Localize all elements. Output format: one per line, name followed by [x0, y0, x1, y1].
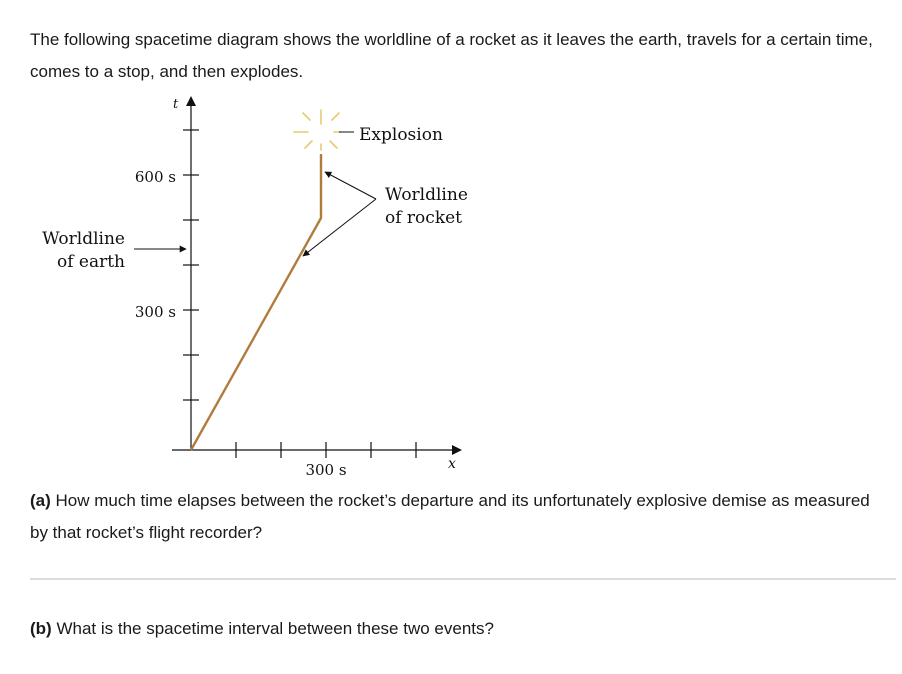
question-a: (a) How much time elapses between the ro… [30, 485, 880, 549]
x-axis-arrowhead [452, 445, 462, 455]
x-axis-ticks [235, 442, 417, 458]
rocket-worldline [189, 154, 323, 451]
t-axis-arrowhead [186, 96, 196, 106]
t-axis-ticks [183, 129, 199, 401]
rocket-label-pointer [302, 171, 377, 257]
question-a-label: (a) [30, 491, 51, 510]
question-b-label: (b) [30, 619, 52, 638]
rocket-label-line1: Worldline [385, 185, 468, 205]
question-b-text: What is the spacetime interval between t… [51, 619, 494, 638]
t-axis-label: t [173, 97, 179, 112]
explosion-label: Explosion [359, 125, 443, 145]
earth-label-line2: of earth [57, 252, 125, 272]
question-b: (b) What is the spacetime interval betwe… [30, 613, 880, 645]
rocket-label-line2: of rocket [385, 208, 462, 228]
x-tick-label-300: 300 s [305, 461, 346, 479]
explosion-icon [293, 109, 342, 151]
x-axis-label: x [448, 456, 456, 472]
intro-paragraph: The following spacetime diagram shows th… [30, 30, 873, 81]
tick-label-300: 300 s [135, 303, 176, 321]
question-a-text: How much time elapses between the rocket… [30, 491, 870, 542]
tick-label-600: 600 s [135, 168, 176, 186]
section-divider [30, 578, 896, 580]
earth-label-line1: Worldline [42, 229, 125, 249]
